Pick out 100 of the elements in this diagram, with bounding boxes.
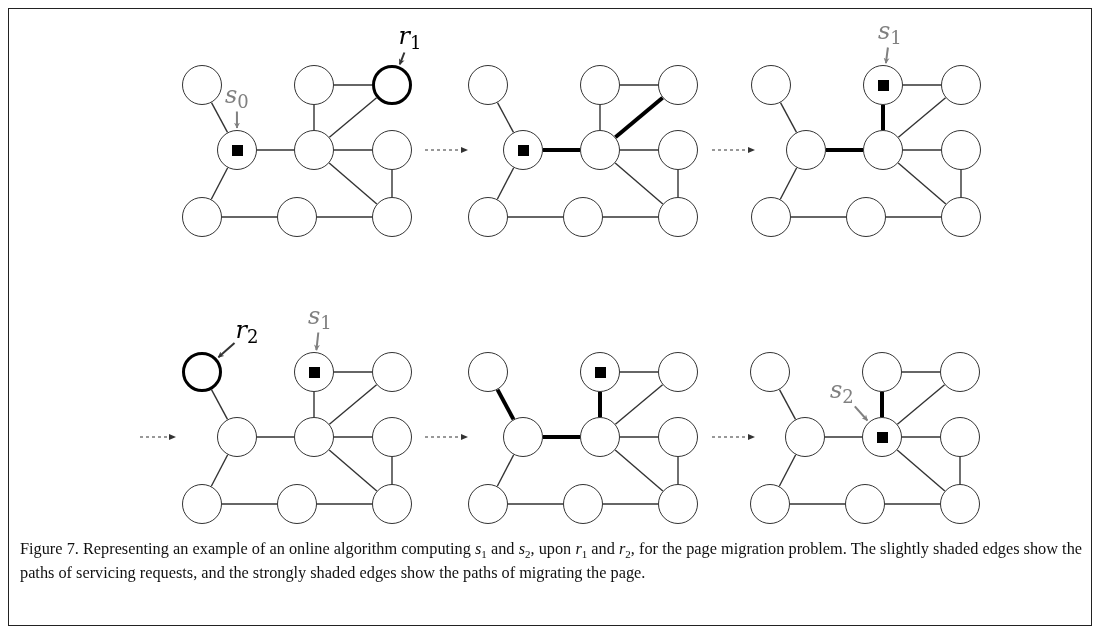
vertex-circle (563, 197, 603, 237)
vertex-circle (940, 417, 980, 457)
graph-edge (789, 503, 846, 505)
vertex-circle (846, 197, 886, 237)
graph-edge (824, 436, 863, 438)
leader-arrow (398, 51, 406, 66)
vertex-circle (658, 65, 698, 105)
graph-edge (496, 167, 515, 200)
vertex-circle (750, 352, 790, 392)
vertex-circle (372, 352, 412, 392)
page-marker (877, 79, 889, 91)
vertex-circle (468, 352, 508, 392)
vertex-circle (658, 417, 698, 457)
graph-edge (328, 449, 378, 492)
vertex-circle (862, 352, 902, 392)
vertex-circle (468, 484, 508, 524)
graph-edge (328, 162, 378, 205)
leader-arrow (314, 331, 320, 352)
vertex-circle (372, 484, 412, 524)
vertex-circle (372, 417, 412, 457)
graph-edge (619, 84, 659, 86)
page-marker (231, 144, 243, 156)
vertex-circle (503, 130, 543, 170)
math-label: s$_{2}$ (830, 378, 854, 406)
vertex-circle (580, 65, 620, 105)
vertex-circle (294, 417, 334, 457)
highlighted-graph-edge (543, 148, 580, 152)
vertex-circle (563, 484, 603, 524)
graph-edge (614, 449, 664, 492)
graph-edge (884, 503, 941, 505)
vertex-circle (751, 197, 791, 237)
vertex-circle (372, 197, 412, 237)
graph-edge (210, 388, 229, 421)
graph-edge (614, 384, 664, 425)
math-label: s$_{0}$ (225, 83, 249, 111)
graph-edge (496, 101, 515, 134)
math-label: r$_{2}$ (235, 318, 259, 346)
vertex-circle (182, 197, 222, 237)
vertex-circle (845, 484, 885, 524)
graph-edge (790, 216, 847, 218)
graph-edge (896, 384, 946, 425)
highlighted-graph-edge (826, 148, 863, 152)
graph-edge (901, 436, 941, 438)
graph-edge (778, 454, 797, 487)
vertex-circle (751, 65, 791, 105)
graph-edge (896, 449, 946, 492)
graph-edge (614, 162, 664, 205)
graph-edge (313, 391, 315, 418)
page-marker (308, 366, 320, 378)
vertex-circle (940, 352, 980, 392)
vertex-circle (941, 197, 981, 237)
vertex-circle (182, 484, 222, 524)
vertex-circle (277, 484, 317, 524)
highlighted-graph-edge (880, 392, 884, 417)
math-label: r$_{1}$ (398, 24, 422, 52)
graph-edge (602, 216, 659, 218)
vertex-circle (785, 417, 825, 457)
figure-caption: Figure 7. Representing an example of an online algorithm computing s$_{1}$ and s$_{2}$, upon r$_{1}$ and r$_{2}$, for the page migration problem. The slightly shaded edges show the paths of servicing requests, and the strongly shaded edges show the paths of migrating the page. (20, 538, 1082, 584)
graph-edge (391, 456, 393, 485)
graph-edge (619, 371, 659, 373)
graph-edge (779, 101, 798, 134)
highlighted-graph-edge (543, 435, 580, 439)
vertex-circle (580, 130, 620, 170)
vertex-circle (294, 130, 334, 170)
highlighted-graph-edge (598, 392, 602, 417)
highlighted-graph-edge (881, 105, 885, 130)
leader-arrow (883, 46, 890, 65)
vertex-circle (468, 65, 508, 105)
math-label: s$_{1}$ (308, 304, 332, 332)
graph-edge (333, 436, 373, 438)
graph-edge (677, 169, 679, 198)
requested-vertex-circle (372, 65, 412, 105)
graph-edge (778, 388, 797, 421)
vertex-circle (277, 197, 317, 237)
graph-edge (210, 101, 229, 134)
leader-arrow (853, 405, 869, 422)
leader-arrow (233, 110, 240, 129)
graph-edge (901, 371, 941, 373)
highlighted-graph-edge (495, 388, 516, 421)
vertex-circle (862, 417, 902, 457)
vertex-circle (468, 197, 508, 237)
graph-edge (333, 84, 373, 86)
vertex-circle (580, 417, 620, 457)
page-marker (517, 144, 529, 156)
vertex-circle (503, 417, 543, 457)
graph-edge (902, 84, 942, 86)
graph-edge (619, 149, 659, 151)
vertex-circle (658, 197, 698, 237)
math-label: s$_{1}$ (878, 19, 902, 47)
vertex-circle (940, 484, 980, 524)
graph-edge (328, 97, 378, 138)
graph-edge (619, 436, 659, 438)
vertex-circle (658, 484, 698, 524)
vertex-circle (294, 352, 334, 392)
vertex-circle (182, 65, 222, 105)
page-marker (594, 366, 606, 378)
vertex-circle (580, 352, 620, 392)
graph-edge (333, 371, 373, 373)
highlighted-graph-edge (614, 96, 664, 139)
vertex-circle (294, 65, 334, 105)
